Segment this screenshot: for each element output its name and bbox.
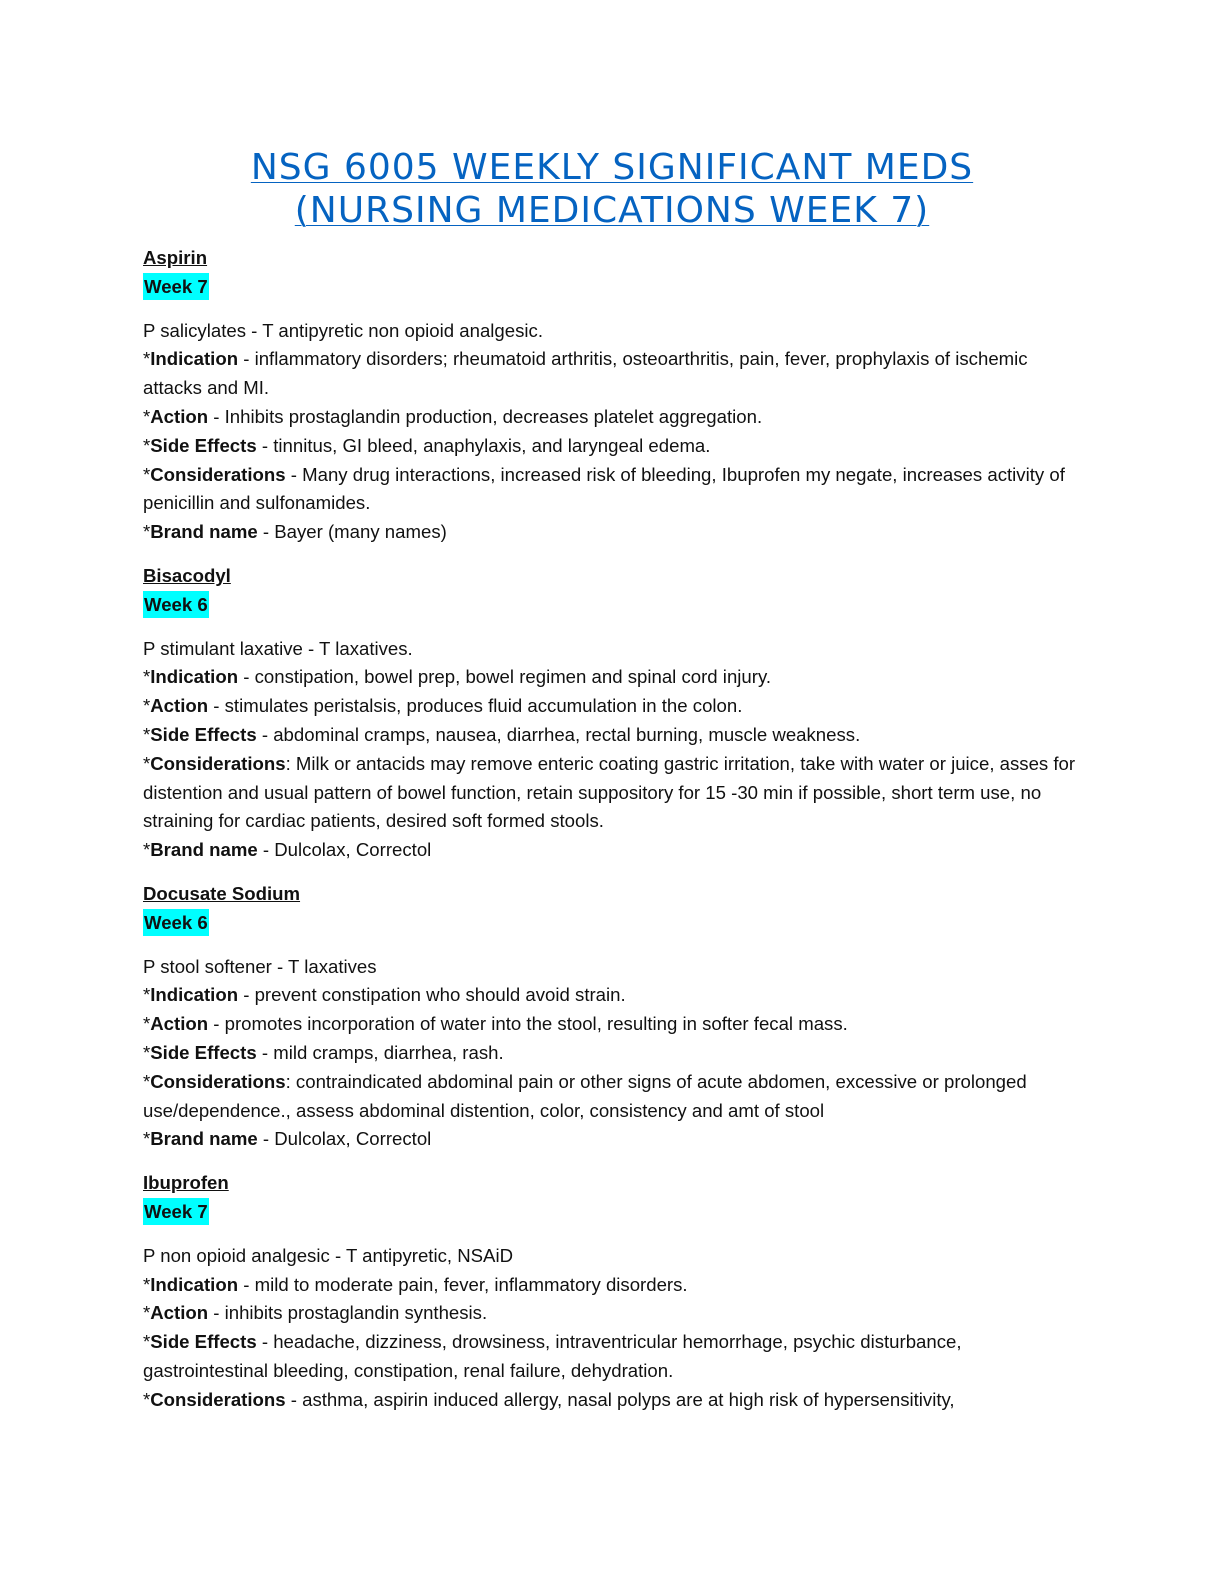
- drug-detail: *Side Effects - tinnitus, GI bleed, anap…: [143, 434, 711, 456]
- detail-label: Side Effects: [150, 723, 257, 745]
- detail-text: - inflammatory disorders; rheumatoid art…: [143, 348, 1028, 399]
- drug-detail: *Indication - prevent constipation who s…: [143, 984, 626, 1006]
- drug-name: Docusate Sodium: [143, 882, 301, 904]
- drug-detail: *Brand name - Bayer (many names): [143, 521, 447, 543]
- drug-detail: *Side Effects - headache, dizziness, dro…: [143, 1331, 962, 1381]
- week-badge: Week 6: [143, 908, 209, 936]
- detail-label: Indication: [150, 984, 239, 1006]
- week-badge: Week 6: [143, 590, 209, 618]
- detail-label: Considerations: [150, 1070, 286, 1092]
- drug-detail: *Brand name - Dulcolax, Correctol: [143, 839, 432, 861]
- detail-text: - mild cramps, diarrhea, rash.: [256, 1041, 504, 1063]
- detail-text: : contraindicated abdominal pain or othe…: [143, 1070, 1027, 1121]
- title-line-1: NSG 6005 WEEKLY SIGNIFICANT MEDS: [250, 147, 974, 188]
- detail-text: - constipation, bowel prep, bowel regime…: [238, 666, 772, 688]
- drug-class: P non opioid analgesic - T antipyretic, …: [143, 1244, 514, 1266]
- detail-label: Brand name: [150, 1128, 258, 1150]
- drug-detail: *Action - Inhibits prostaglandin product…: [143, 405, 763, 427]
- detail-label: Considerations: [150, 1388, 286, 1410]
- drug-detail: *Considerations - asthma, aspirin induce…: [143, 1388, 955, 1410]
- drug-detail: *Indication - constipation, bowel prep, …: [143, 666, 772, 688]
- week-badge: Week 7: [143, 272, 209, 300]
- detail-text: - abdominal cramps, nausea, diarrhea, re…: [256, 723, 861, 745]
- drug-detail: *Side Effects - abdominal cramps, nausea…: [143, 723, 861, 745]
- detail-label: Brand name: [150, 839, 258, 861]
- drug-detail: *Action - stimulates peristalsis, produc…: [143, 695, 743, 717]
- detail-text: - asthma, aspirin induced allergy, nasal…: [285, 1388, 955, 1410]
- title-line-2: (NURSING MEDICATIONS WEEK 7): [294, 190, 930, 231]
- drug-detail: *Brand name - Dulcolax, Correctol: [143, 1128, 432, 1150]
- document-title: NSG 6005 WEEKLY SIGNIFICANT MEDS (NURSIN…: [0, 146, 1224, 232]
- drug-name: Bisacodyl: [143, 564, 231, 586]
- detail-text: - Inhibits prostaglandin production, dec…: [208, 405, 763, 427]
- drug-detail: *Side Effects - mild cramps, diarrhea, r…: [143, 1041, 504, 1063]
- detail-label: Indication: [150, 1273, 239, 1295]
- detail-label: Indication: [150, 348, 239, 370]
- detail-text: - Dulcolax, Correctol: [257, 1128, 432, 1150]
- detail-text: - Dulcolax, Correctol: [257, 839, 432, 861]
- detail-label: Action: [150, 405, 209, 427]
- detail-label: Considerations: [150, 752, 286, 774]
- detail-label: Side Effects: [150, 434, 257, 456]
- drug-detail: *Considerations: contraindicated abdomin…: [143, 1070, 1027, 1121]
- detail-label: Action: [150, 695, 209, 717]
- drug-name: Aspirin: [143, 247, 208, 268]
- detail-label: Indication: [150, 666, 239, 688]
- detail-label: Action: [150, 1013, 209, 1035]
- detail-text: - prevent constipation who should avoid …: [238, 984, 626, 1006]
- detail-text: - stimulates peristalsis, produces fluid…: [208, 695, 743, 717]
- detail-label: Brand name: [150, 521, 258, 543]
- drug-detail: *Indication - mild to moderate pain, fev…: [143, 1273, 688, 1295]
- drug-detail: *Considerations - Many drug interactions…: [143, 463, 1065, 514]
- detail-text: - inhibits prostaglandin synthesis.: [208, 1302, 488, 1324]
- drug-class: P stool softener - T laxatives: [143, 955, 377, 977]
- detail-label: Side Effects: [150, 1331, 257, 1353]
- detail-label: Side Effects: [150, 1041, 257, 1063]
- drug-detail: *Action - inhibits prostaglandin synthes…: [143, 1302, 488, 1324]
- detail-text: - Many drug interactions, increased risk…: [143, 463, 1065, 514]
- detail-text: - tinnitus, GI bleed, anaphylaxis, and l…: [256, 434, 711, 456]
- drug-detail: *Action - promotes incorporation of wate…: [143, 1013, 848, 1035]
- drug-detail: *Considerations: Milk or antacids may re…: [143, 752, 1076, 832]
- detail-text: : Milk or antacids may remove enteric co…: [143, 752, 1076, 832]
- drug-class: P salicylates - T antipyretic non opioid…: [143, 319, 543, 341]
- detail-text: - Bayer (many names): [257, 521, 447, 543]
- detail-label: Considerations: [150, 463, 286, 485]
- detail-label: Action: [150, 1302, 209, 1324]
- drug-detail: *Indication - inflammatory disorders; rh…: [143, 348, 1028, 399]
- detail-text: - mild to moderate pain, fever, inflamma…: [238, 1273, 688, 1295]
- detail-text: - headache, dizziness, drowsiness, intra…: [143, 1331, 962, 1381]
- detail-text: - promotes incorporation of water into t…: [208, 1013, 848, 1035]
- week-badge: Week 7: [143, 1197, 209, 1225]
- drug-name: Ibuprofen: [143, 1172, 229, 1194]
- drug-class: P stimulant laxative - T laxatives.: [143, 637, 413, 659]
